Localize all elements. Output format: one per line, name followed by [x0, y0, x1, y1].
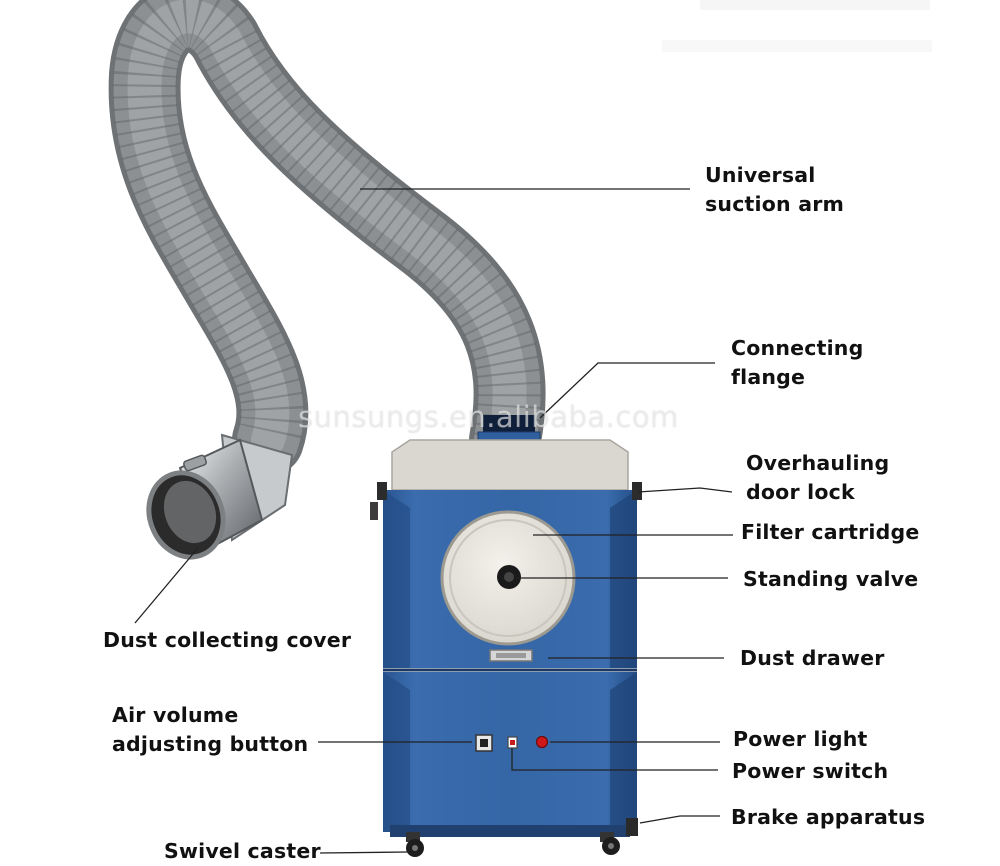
label-line: adjusting button	[112, 732, 309, 756]
label-power-switch: Power switch	[732, 759, 889, 783]
dust-drawer-handle	[489, 649, 533, 662]
leader-power-switch	[511, 748, 718, 771]
swivel-caster	[406, 832, 620, 857]
label-dust-drawer: Dust drawer	[740, 646, 885, 670]
label-universal-suction-arm: Universal suction arm	[705, 161, 844, 219]
label-connecting-flange: Connecting flange	[731, 334, 863, 392]
label-filter-cartridge: Filter cartridge	[741, 520, 920, 544]
label-line: suction arm	[705, 192, 845, 216]
leader-dust-cover	[134, 547, 199, 624]
label-line: Connecting	[731, 336, 864, 360]
label-line: flange	[731, 365, 806, 389]
leader-caster	[319, 851, 409, 854]
standing-valve-knob	[497, 565, 521, 589]
control-panel	[475, 734, 549, 752]
label-line: door lock	[746, 480, 855, 504]
brake-apparatus	[626, 818, 638, 836]
label-brake-apparatus: Brake apparatus	[731, 805, 926, 829]
faint-watermark-scribble	[662, 0, 932, 52]
label-line: Universal	[705, 163, 816, 187]
leader-connecting-flange	[539, 362, 715, 419]
leader-brake	[639, 815, 720, 824]
label-line: Overhauling	[746, 451, 890, 475]
label-power-light: Power light	[733, 727, 868, 751]
label-dust-collecting-cover: Dust collecting cover	[103, 628, 352, 652]
label-air-volume-adjusting-button: Air volume adjusting button	[112, 701, 308, 759]
label-standing-valve: Standing valve	[743, 567, 919, 591]
watermark-text: sunsungs.en.alibaba.com	[298, 400, 679, 434]
label-swivel-caster: Swivel caster	[164, 839, 321, 863]
leader-lines	[134, 188, 733, 854]
label-overhauling-door-lock: Overhauling door lock	[746, 449, 889, 507]
universal-suction-arm	[108, 0, 546, 476]
label-line: Air volume	[112, 703, 239, 727]
leader-door-lock	[637, 487, 733, 493]
dust-collecting-cover	[146, 433, 294, 560]
